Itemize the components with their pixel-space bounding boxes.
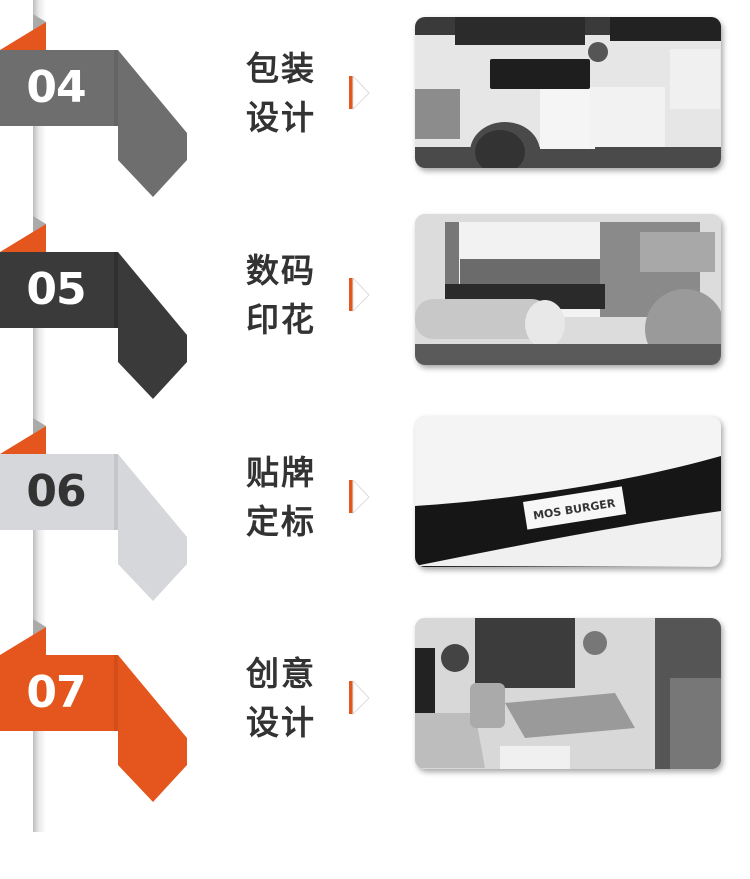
step-title-line2: 设计 [246,98,316,137]
chevron-right-icon [349,76,370,110]
step-title: 包装 设计 [246,44,326,142]
step-number: 07 [26,667,86,718]
step-title-line2: 定标 [246,502,316,541]
step-title-line1: 包装 [246,49,316,88]
chevron-right-icon [349,681,370,715]
ribbon-06 [0,418,187,601]
step-title-line1: 贴牌 [246,453,316,492]
ribbon-05 [0,216,187,399]
step-04: 04 包装 设计 [0,0,750,202]
step-07: 07 创意 设计 [0,605,750,807]
photo-desk-work [415,17,721,168]
chevron-right-icon [349,480,370,514]
photo-printing-machine [415,214,721,365]
step-05: 05 数码 印花 [0,202,750,404]
ribbon-07 [0,619,187,802]
step-title: 数码 印花 [246,246,326,344]
step-title: 贴牌 定标 [246,448,326,546]
step-title-line1: 创意 [246,654,316,693]
photo-creative-design [415,618,721,769]
ribbon-04 [0,14,187,197]
step-title-line1: 数码 [246,251,316,290]
step-number: 05 [26,264,86,315]
step-06: 06 贴牌 定标 MOS BURGER [0,404,750,606]
step-number: 04 [26,62,86,113]
photo-garment-label: MOS BURGER [415,416,721,567]
chevron-right-icon [349,278,370,312]
step-title-line2: 印花 [246,300,316,339]
step-title: 创意 设计 [246,649,326,747]
step-title-line2: 设计 [246,703,316,742]
step-number: 06 [26,466,86,517]
